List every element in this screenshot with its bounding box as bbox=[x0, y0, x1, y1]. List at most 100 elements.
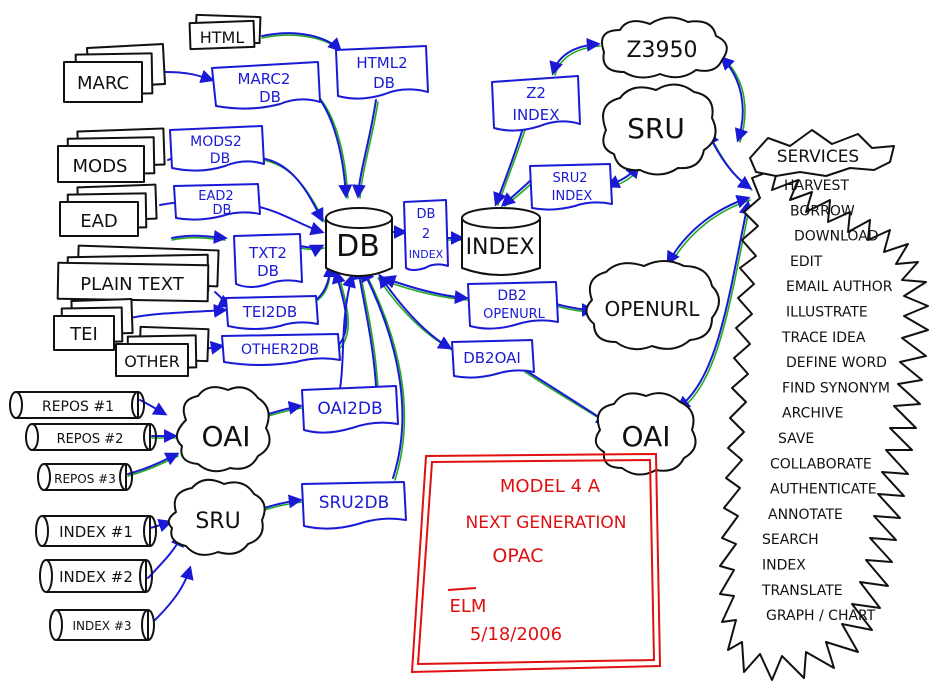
index-3-label: INDEX #3 bbox=[72, 619, 131, 633]
service-item: TRACE IDEA bbox=[781, 330, 866, 346]
converter-db2oai-label: DB2OAI bbox=[463, 349, 521, 367]
converter-html2db-line1: HTML2 bbox=[356, 54, 407, 72]
converter-ead2db: EAD2 DB bbox=[173, 183, 261, 221]
source-other-label: OTHER bbox=[124, 352, 180, 371]
converter-z2index: Z2 INDEX bbox=[491, 75, 581, 132]
converter-sru2db: SRU2DB bbox=[301, 481, 407, 530]
cloud-oai-right-label: OAI bbox=[622, 420, 671, 453]
converter-db2index-line3: INDEX bbox=[409, 248, 444, 261]
source-html: HTML bbox=[188, 13, 262, 51]
converter-db2oai: DB2OAI bbox=[451, 339, 535, 379]
service-item: EDIT bbox=[790, 254, 823, 270]
converter-marc2db: MARC2 DB bbox=[211, 61, 321, 110]
database-label: DB bbox=[336, 229, 380, 264]
index-store-label: INDEX bbox=[466, 235, 535, 260]
model-note-line2: NEXT GENERATION bbox=[466, 513, 627, 533]
repository-1-label: REPOS #1 bbox=[42, 399, 114, 415]
service-item: GRAPH / CHART bbox=[766, 608, 876, 624]
converter-marc2db-line1: MARC2 bbox=[238, 70, 291, 88]
source-plain-text: PLAIN TEXT bbox=[56, 244, 220, 303]
service-item: BORROW bbox=[790, 203, 855, 219]
repository-2-label: REPOS #2 bbox=[57, 432, 124, 447]
service-item: ILLUSTRATE bbox=[786, 305, 868, 321]
converter-z2index-line1: Z2 bbox=[526, 84, 546, 102]
source-marc: MARC bbox=[63, 43, 166, 103]
converter-db2openurl: DB2 OPENURL bbox=[467, 281, 559, 330]
service-item: SAVE bbox=[778, 431, 814, 447]
cloud-sru-top-label: SRU bbox=[627, 112, 685, 145]
converter-db2openurl-line2: OPENURL bbox=[483, 307, 546, 322]
service-item: INDEX bbox=[762, 558, 806, 574]
converter-marc2db-line2: DB bbox=[259, 88, 281, 106]
model-note-line3: OPAC bbox=[492, 545, 543, 567]
converter-db2index-line2: 2 bbox=[422, 227, 430, 242]
index-1: INDEX #1 bbox=[35, 515, 157, 547]
service-item: ARCHIVE bbox=[782, 406, 843, 422]
services-panel: SERVICES HARVESTBORROWDOWNLOADEDITEMAIL … bbox=[719, 129, 929, 681]
cloud-sru-left-label: SRU bbox=[195, 509, 240, 534]
converter-other2db-label: OTHER2DB bbox=[241, 342, 319, 358]
converter-html2db-line2: DB bbox=[373, 74, 395, 92]
repository-1: REPOS #1 bbox=[9, 391, 145, 419]
converter-oai2db: OAI2DB bbox=[301, 385, 399, 434]
converter-other2db: OTHER2DB bbox=[221, 333, 341, 366]
repositories: REPOS #1 REPOS #2 REPOS #3 bbox=[9, 391, 157, 491]
converter-ead2db-line1: EAD2 bbox=[198, 189, 233, 204]
source-tei-label: TEI bbox=[69, 324, 98, 345]
converter-mods2db: MODS2 DB bbox=[169, 125, 265, 172]
services-list: HARVEST BORROW DOWNLOAD EDIT EMAIL AUTHOR ILL… bbox=[761, 178, 893, 624]
converter-z2index-line2: INDEX bbox=[513, 106, 560, 124]
service-item: ANNOTATE bbox=[768, 507, 843, 523]
service-item: AUTHENTICATE bbox=[770, 482, 877, 498]
source-mods: MODS bbox=[57, 127, 166, 183]
source-ead-label: EAD bbox=[80, 211, 118, 232]
converter-html2db: HTML2 DB bbox=[335, 45, 429, 100]
converter-mods2db-line1: MODS2 bbox=[190, 134, 242, 150]
converter-txt2db-line2: DB bbox=[257, 262, 279, 280]
converter-sru2index: SRU2 INDEX bbox=[529, 163, 613, 211]
repository-2: REPOS #2 bbox=[25, 423, 157, 451]
repository-3: REPOS #3 bbox=[37, 463, 133, 491]
source-mods-label: MODS bbox=[73, 156, 128, 177]
converter-sru2index-line1: SRU2 bbox=[552, 171, 587, 186]
index-3: INDEX #3 bbox=[49, 609, 155, 641]
converter-sru2index-line2: INDEX bbox=[552, 189, 593, 204]
service-item: HARVEST bbox=[784, 178, 849, 194]
cloud-z3950-label: Z3950 bbox=[626, 38, 697, 63]
database-store: DB bbox=[325, 207, 393, 277]
model-note-date: 5/18/2006 bbox=[470, 624, 562, 645]
converter-db2index-line1: DB bbox=[417, 207, 436, 222]
cloud-oai-left: OAI bbox=[175, 386, 271, 473]
index-2: INDEX #2 bbox=[39, 559, 153, 593]
converter-ead2db-line2: DB bbox=[213, 203, 232, 218]
source-other: OTHER bbox=[115, 325, 210, 377]
source-plain-text-label: PLAIN TEXT bbox=[80, 274, 184, 295]
cloud-openurl-label: OPENURL bbox=[604, 297, 700, 321]
index-2-label: INDEX #2 bbox=[59, 568, 133, 586]
model-note-initials: ELM bbox=[450, 596, 487, 617]
converter-oai2db-label: OAI2DB bbox=[317, 399, 382, 419]
source-marc-label: MARC bbox=[77, 73, 129, 94]
index-store: INDEX bbox=[461, 207, 541, 276]
repository-3-label: REPOS #3 bbox=[54, 472, 116, 486]
service-item: TRANSLATE bbox=[761, 583, 843, 599]
cloud-z3950: Z3950 bbox=[601, 16, 728, 79]
index-1-label: INDEX #1 bbox=[59, 523, 133, 541]
service-item: SEARCH bbox=[762, 532, 819, 548]
cloud-sru-left: SRU bbox=[167, 478, 266, 556]
converter-txt2db: TXT2 DB bbox=[233, 233, 303, 288]
service-item: DOWNLOAD bbox=[794, 229, 879, 245]
model-note: MODEL 4 A NEXT GENERATION OPAC ELM 5/18/… bbox=[410, 452, 662, 674]
converter-tei2db: TEI2DB bbox=[225, 295, 319, 330]
source-ead: EAD bbox=[59, 183, 158, 237]
converter-db2openurl-line1: DB2 bbox=[497, 288, 526, 304]
service-item: COLLABORATE bbox=[770, 456, 872, 472]
cloud-oai-left-label: OAI bbox=[202, 420, 251, 453]
service-item: EMAIL AUTHOR bbox=[786, 279, 893, 295]
source-tei: TEI bbox=[53, 297, 134, 351]
cloud-oai-right: OAI bbox=[594, 392, 697, 476]
converter-db2index: DB 2 INDEX bbox=[403, 199, 449, 271]
converter-tei2db-label: TEI2DB bbox=[242, 303, 297, 321]
converter-mods2db-line2: DB bbox=[210, 151, 230, 167]
